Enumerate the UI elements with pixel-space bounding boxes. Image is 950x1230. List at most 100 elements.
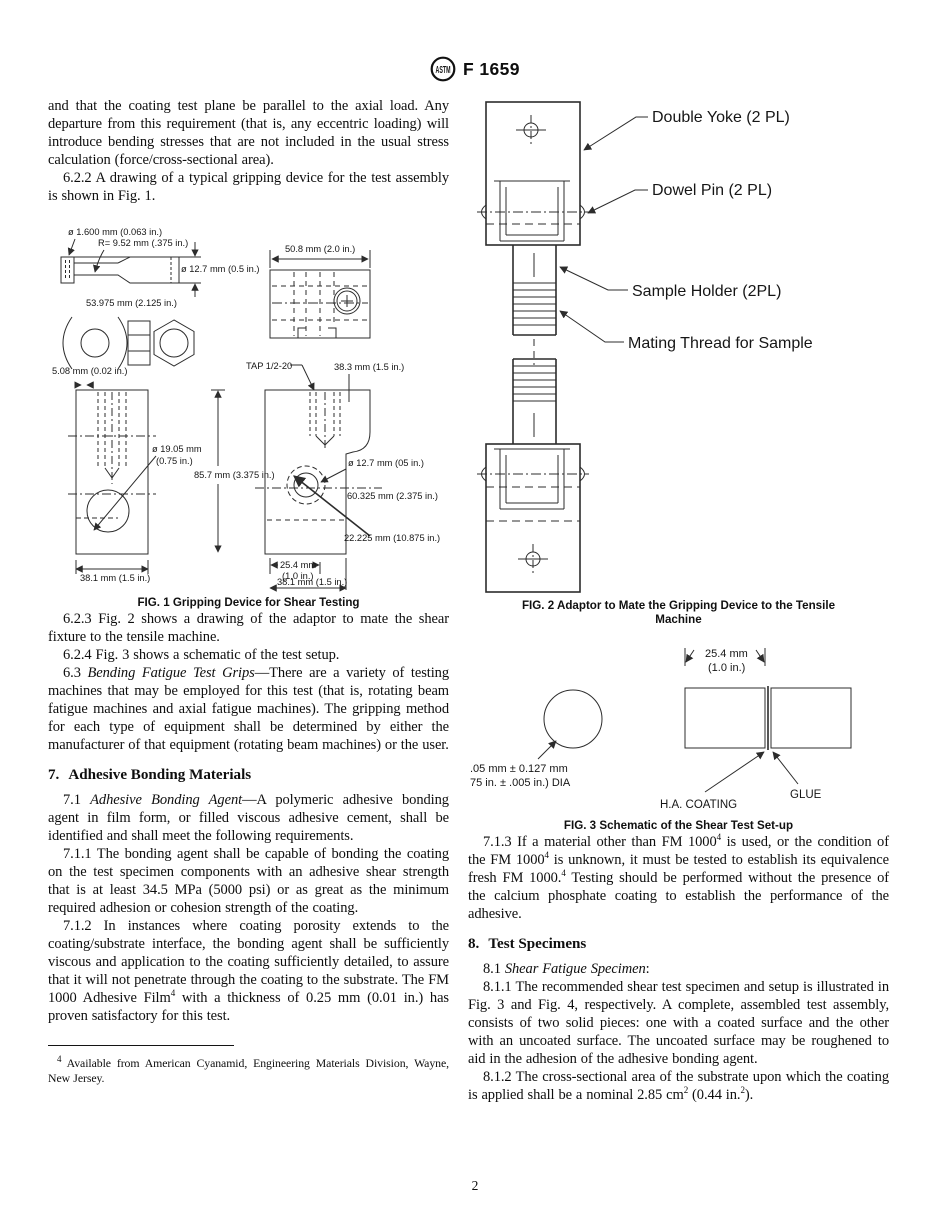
clause-number: 7.1: [63, 792, 91, 808]
fig1-label-hole-height: 60.325 mm (2.375 in.): [347, 491, 438, 501]
clause-text: 7.1.2 In instances where coating porosit…: [48, 918, 449, 1006]
para-6-2-2: 6.2.2 A drawing of a typical gripping de…: [48, 170, 449, 204]
fig1-label-depth: 38.3 mm (1.5 in.): [334, 362, 404, 372]
footnote-ref: 4: [561, 868, 566, 879]
para-6-2-3: 6.2.3 Fig. 2 shows a drawing of the adap…: [48, 611, 449, 645]
section-7-heading: 7. Adhesive Bonding Materials: [48, 767, 449, 784]
superscript: 2: [740, 1085, 745, 1096]
clause-title-italic: Bending Fatigue Test Grips: [87, 665, 255, 681]
section-number: 8.: [468, 936, 480, 952]
fig2-label-sample-holder: Sample Holder (2PL): [632, 283, 781, 300]
fig3-label-dia-in: 75 in. ± .005 in.) DIA: [470, 777, 571, 789]
fig2-label-mating-thread: Mating Thread for Sample: [628, 335, 813, 352]
fig1-height-dimension: 85.7 mm (3.375 in.): [194, 389, 275, 553]
clause-text: is used, or the condition of the FM 1000: [468, 834, 889, 868]
page-header: ASTM F 1659: [0, 56, 950, 82]
para-7-1-3: 7.1.3 If a material other than FM 10004 …: [468, 833, 889, 923]
para-6-3: 6.3 Bending Fatigue Test Grips—There are…: [48, 664, 449, 754]
fig2-lower-yoke: [477, 443, 589, 593]
fig2-label-dowel-pin: Dowel Pin (2 PL): [652, 182, 772, 199]
fig1-label-length: 53.975 mm (2.125 in.): [86, 298, 177, 308]
standard-code: F 1659: [463, 58, 520, 79]
fig1-label-width: 50.8 mm (2.0 in.): [285, 244, 355, 254]
fig1-label-hole-dia-mm: ø 19.05 mm: [152, 444, 202, 454]
fig1-caption: FIG. 1 Gripping Device for Shear Testing: [137, 596, 360, 609]
section-title: Adhesive Bonding Materials: [68, 767, 252, 783]
fig3-drawing: 25.4 mm (1.0 in.) .05 mm ± 0.127 mm 75 i…: [470, 648, 852, 811]
fig3-label-width-mm: 25.4 mm: [705, 648, 748, 660]
fig2-caption-line1: FIG. 2 Adaptor to Mate the Gripping Devi…: [521, 599, 836, 612]
right-column: Double Yoke (2 PL) Dowel Pin (2 PL) Samp…: [468, 97, 889, 1104]
para-7-1: 7.1 Adhesive Bonding Agent—A polymeric a…: [48, 791, 449, 845]
clause-text: —There are a variety of testing machines…: [48, 665, 449, 753]
clause-text: ).: [744, 1087, 754, 1103]
fig1-label-hole-x-in: (1.0 in.): [282, 571, 314, 581]
fig1-label-pin-dia: ø 1.600 mm (0.063 in.): [68, 227, 162, 237]
footnote-rule: [48, 1045, 234, 1046]
fig1-label-right-hole-dia: ø 12.7 mm (05 in.): [348, 458, 424, 468]
clause-number: 6.3: [63, 665, 88, 681]
footnote-text: 4 Available from American Cyanamid, Engi…: [48, 1054, 449, 1086]
clause-title-italic: Shear Fatigue Specimen: [504, 961, 646, 977]
clause-text: 8.1.2 The cross-sectional area of the su…: [468, 1069, 889, 1103]
footnote-ref: 4: [170, 988, 176, 999]
fig1-label-left-width: 38.1 mm (1.5 in.): [80, 573, 150, 583]
fig2-callouts: Double Yoke (2 PL) Dowel Pin (2 PL) Samp…: [559, 109, 813, 352]
fig3-label-glue: GLUE: [790, 789, 822, 801]
section-8-heading: 8. Test Specimens: [468, 936, 889, 953]
page-number: 2: [471, 1178, 479, 1193]
fig1-label-offset: 5.08 mm (0.02 in.): [52, 366, 127, 376]
footnote-ref: 4: [716, 832, 722, 843]
figure-1: ø 1.600 mm (0.063 in.) R= 9.52 mm (.375 …: [48, 222, 449, 610]
footnote-block: 4 Available from American Cyanamid, Engi…: [48, 1045, 449, 1086]
figure-2: Double Yoke (2 PL) Dowel Pin (2 PL) Samp…: [468, 97, 889, 627]
fig1-pin-side-view: ø 1.600 mm (0.063 in.) R= 9.52 mm (.375 …: [60, 227, 260, 308]
footnote-marker: 4: [57, 1054, 62, 1065]
fig3-label-width-in: (1.0 in.): [708, 662, 745, 674]
fig1-label-hole-pos: 22.225 mm (10.875 in.): [344, 533, 440, 543]
fig2-upper-stem: [512, 245, 557, 365]
fig2-label-double-yoke: Double Yoke (2 PL): [652, 109, 790, 126]
figure-3: 25.4 mm (1.0 in.) .05 mm ± 0.127 mm 75 i…: [468, 642, 889, 833]
para-8-1: 8.1 Shear Fatigue Specimen:: [468, 960, 889, 978]
fig2-drawing: Double Yoke (2 PL) Dowel Pin (2 PL) Samp…: [477, 101, 813, 593]
fig3-shear-blocks: H.A. COATING GLUE: [660, 686, 852, 811]
fig1-label-radius: R= 9.52 mm (.375 in.): [98, 238, 188, 248]
left-column: and that the coating test plane be paral…: [48, 97, 449, 1104]
section-title: Test Specimens: [488, 936, 587, 952]
fig1-label-body-dia: ø 12.7 mm (0.5 in.): [181, 264, 260, 274]
fig2-caption-line2: Machine: [655, 613, 702, 626]
para-7-1-2: 7.1.2 In instances where coating porosit…: [48, 917, 449, 1025]
fig1-drawing: ø 1.600 mm (0.063 in.) R= 9.52 mm (.375 …: [52, 227, 440, 592]
astm-logo-icon: ASTM: [430, 56, 456, 82]
fig1-label-right-width: 38.1 mm (1.5 in.): [277, 577, 347, 587]
fig2-caption: FIG. 2 Adaptor to Mate the Gripping Devi…: [468, 599, 889, 627]
footnote-body: Available from American Cyanamid, Engine…: [48, 1056, 449, 1085]
fig3-dimension: 25.4 mm (1.0 in.): [684, 648, 766, 674]
fig3-label-ha-coating: H.A. COATING: [660, 799, 737, 811]
fig1-left-block: ø 19.05 mm (0.75 in.) 38.1 mm (1.5 in.): [68, 389, 202, 583]
section-number: 7.: [48, 767, 60, 783]
clause-title-italic: Adhesive Bonding Agent: [90, 792, 243, 808]
fig1-label-tap: TAP 1/2-20: [246, 361, 292, 371]
superscript: 2: [683, 1085, 689, 1096]
clause-text: 7.1.3 If a material other than FM 1000: [483, 834, 717, 850]
fig1-top-view-block: 50.8 mm (2.0 in.): [269, 244, 371, 339]
para-6-2-4: 6.2.4 Fig. 3 shows a schematic of the te…: [63, 647, 340, 663]
para-8-1-1: 8.1.1 The recommended shear test specime…: [468, 979, 889, 1067]
clause-text: Testing should be performed without the …: [468, 870, 889, 922]
para-8-1-2: 8.1.2 The cross-sectional area of the su…: [468, 1068, 889, 1104]
clause-text: :: [645, 961, 650, 977]
clause-text: (0.44 in.: [688, 1087, 741, 1103]
fig1-label-hole-x-mm: 25.4 mm: [280, 560, 316, 570]
two-column-layout: and that the coating test plane be paral…: [48, 97, 889, 1104]
fig2-lower-stem: [512, 358, 557, 444]
clause-text: with a thickness of 0.25 mm (0.01 in.) h…: [48, 990, 449, 1024]
fig3-label-dia-mm: .05 mm ± 0.127 mm: [470, 763, 568, 775]
astm-logo-text: ASTM: [436, 65, 451, 76]
fig1-right-block: ø 12.7 mm (05 in.) 60.325 mm (2.375 in.)…: [255, 389, 440, 592]
footnote-ref: 4: [544, 850, 550, 861]
fig1-nut-views: [62, 316, 195, 370]
para-7-1-1: 7.1.1 The bonding agent shall be capable…: [48, 846, 449, 916]
